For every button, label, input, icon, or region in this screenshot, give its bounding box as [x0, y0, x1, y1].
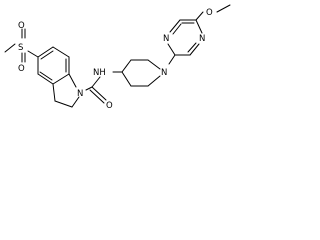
atom-o-methoxy: O — [206, 8, 213, 18]
bond-ind-2 — [71, 96, 80, 108]
bond-o-ch3 — [216, 4, 231, 13]
bond-c-nind — [85, 86, 93, 91]
bond-benz-2b — [39, 71, 53, 81]
bond-ind-1 — [68, 73, 77, 88]
bond-pip-6 — [147, 75, 161, 87]
atom-n-indoline: N — [77, 89, 83, 99]
bond-benz-2 — [37, 73, 54, 85]
bond-benz-s — [27, 50, 39, 58]
bond-pip-1 — [147, 59, 161, 70]
bond-pyr-2 — [189, 43, 200, 56]
bond-pyr-1 — [195, 19, 203, 34]
atom-n-pyrimidine-1: N — [199, 34, 205, 44]
bond-benz-4 — [37, 46, 54, 58]
atom-n-piperidine: N — [161, 68, 167, 78]
bond-benz-1 — [52, 73, 70, 85]
bond-nh-c — [91, 76, 101, 88]
molecule-structure: O N N N NH O N S O O — [4, 4, 231, 111]
bond-pyr-npip — [168, 54, 176, 65]
bond-pyr-5b — [172, 23, 182, 35]
bond-pyr-5 — [169, 19, 181, 33]
bond-s-methyl — [4, 43, 16, 53]
bond-ind-3 — [54, 100, 73, 108]
bond-c-o — [91, 86, 107, 101]
molecule-diagram: O N N N NH O N S O O — [0, 0, 232, 114]
atom-n-pyrimidine-3: N — [163, 34, 169, 44]
bond-benz-5 — [52, 46, 70, 58]
atom-nh-amide: NH — [93, 68, 106, 78]
bond-pip-3 — [121, 59, 132, 73]
atom-s-sulfonyl: S — [18, 43, 23, 53]
bond-o-pyr — [195, 11, 204, 21]
atom-o-carbonyl: O — [106, 101, 113, 111]
bond-c-o-2 — [89, 89, 105, 104]
bond-ind-4 — [52, 83, 56, 102]
bond-benz-4b — [40, 50, 54, 60]
bond-pyr-4 — [167, 43, 176, 56]
bond-pyr-2b — [187, 42, 197, 53]
atom-o-sulfonyl-bottom: O — [18, 64, 25, 74]
atom-o-sulfonyl-top: O — [18, 21, 25, 31]
bond-pip-4 — [121, 71, 132, 87]
